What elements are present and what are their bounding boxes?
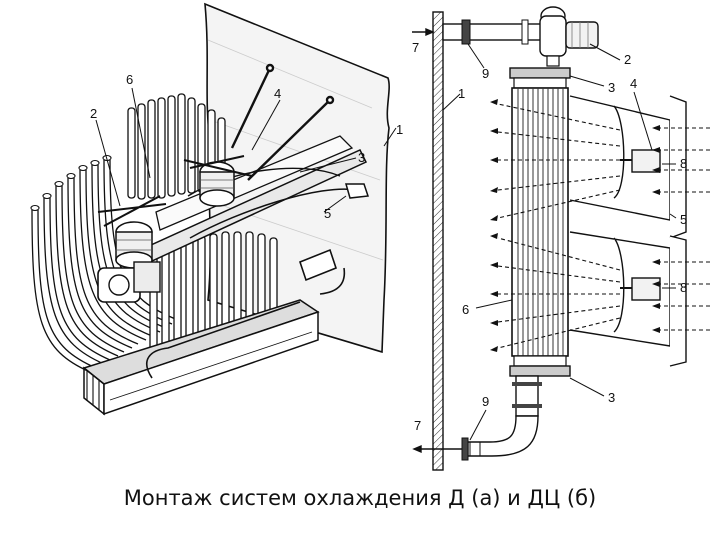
callout-b-4: 4 <box>630 76 637 91</box>
callout-b-9-bottom: 9 <box>482 394 489 409</box>
fan-motor-upper <box>183 155 253 207</box>
drawing-b <box>412 6 710 471</box>
callout-a-3: 3 <box>358 150 365 165</box>
callout-a-2: 2 <box>90 106 97 121</box>
fan-housing-upper <box>569 95 687 239</box>
airflow-arrowheads <box>490 99 660 352</box>
callout-b-9-top: 9 <box>482 66 489 81</box>
figure-caption: Монтаж систем охлаждения Д (а) и ДЦ (б) <box>123 486 597 510</box>
oil-flow-arrows <box>412 27 462 454</box>
upper-flange <box>509 67 571 79</box>
bottom-pipe <box>461 375 542 461</box>
outlet-pipe <box>146 248 346 379</box>
callout-leaders-a <box>95 87 397 213</box>
callout-labels: 6 2 4 1 3 5 7 9 1 2 3 4 8 5 8 6 3 9 7 <box>90 40 687 433</box>
callout-a-5: 5 <box>324 206 331 221</box>
callout-b-6: 6 <box>462 302 469 317</box>
stay-rods <box>230 63 335 181</box>
callout-b-1: 1 <box>458 86 465 101</box>
callout-b-5: 5 <box>680 212 687 227</box>
tank-wall-section <box>432 11 444 471</box>
callout-a-6: 6 <box>126 72 133 87</box>
callout-b-3-bottom: 3 <box>608 390 615 405</box>
drawing-a <box>30 2 397 416</box>
fan-housing-lower <box>569 231 687 367</box>
callout-a-1: 1 <box>396 122 403 137</box>
callout-b-7-bottom: 7 <box>414 418 421 433</box>
lower-collector <box>82 299 320 416</box>
callout-b-8-upper: 8 <box>680 156 687 171</box>
rear-radiator-tubes <box>127 93 226 200</box>
top-pipe <box>442 6 599 67</box>
callout-a-4: 4 <box>274 86 281 101</box>
lower-flange <box>513 355 567 367</box>
callout-b-7-top: 7 <box>412 40 419 55</box>
cooler-core <box>511 87 569 357</box>
callout-b-3-top: 3 <box>608 80 615 95</box>
callout-b-2: 2 <box>624 52 631 67</box>
fan-motor-lower <box>97 195 167 269</box>
airflow-arrows <box>497 103 710 349</box>
valve-box <box>97 261 161 303</box>
control-cable <box>189 183 370 239</box>
callout-b-8-lower: 8 <box>680 280 687 295</box>
callout-leaders-b <box>442 43 677 441</box>
